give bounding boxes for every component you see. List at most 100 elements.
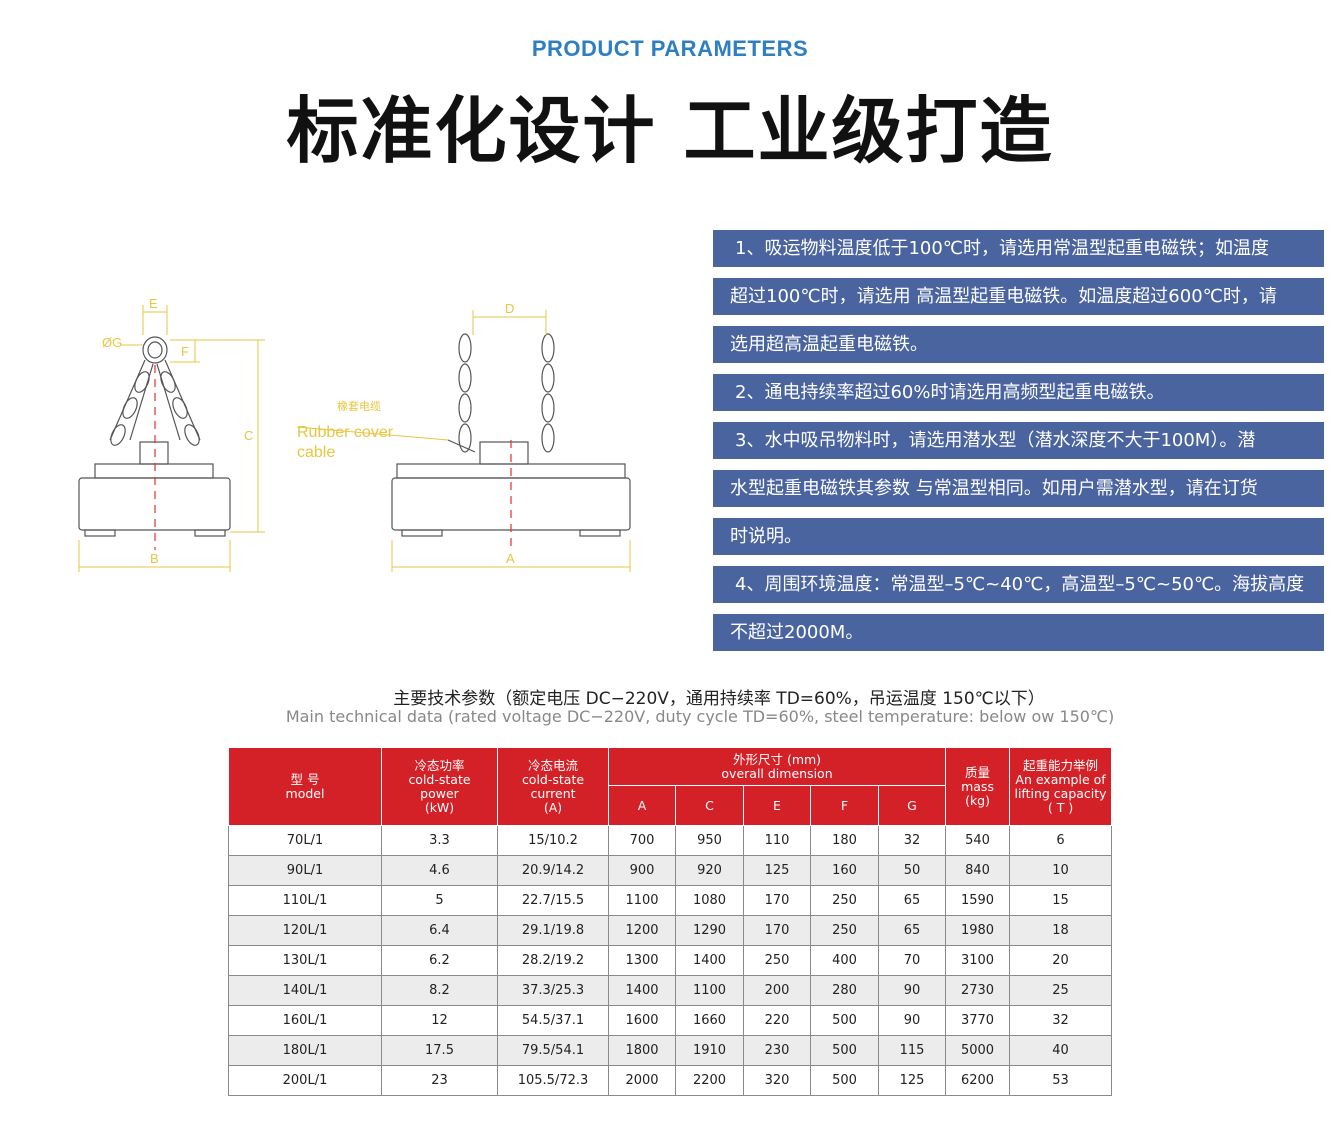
cable-label-en-1: Rubber cover: [297, 424, 394, 441]
table-cell: 110: [743, 825, 811, 856]
table-cell: 920: [675, 855, 744, 886]
magnet-technical-drawing: B A C E ØG F D 橡套电缆 Rubber cover cable: [78, 296, 631, 572]
note-line: 水型起重电磁铁其参数 与常温型相同。如用户需潜水型，请在订货: [713, 470, 1324, 507]
dim-label-b: B: [150, 551, 159, 566]
table-cell: 1400: [675, 945, 744, 976]
table-cell: 32: [1009, 1005, 1113, 1036]
table-cell: 6200: [945, 1065, 1011, 1096]
table-cell: 180: [810, 825, 879, 856]
table-cell: 25: [1009, 975, 1113, 1006]
table-cell: 125: [743, 855, 811, 886]
table-cell: 90: [877, 975, 947, 1006]
table-cell: 140L/1: [228, 975, 382, 1006]
page-title: 标准化设计 工业级打造: [286, 89, 1054, 173]
table-cell: 200L/1: [228, 1065, 382, 1096]
table-cell: 5000: [945, 1035, 1011, 1066]
table-cell: 18: [1009, 915, 1113, 946]
table-cell: 200: [743, 975, 811, 1006]
table-cell: 70L/1: [228, 825, 382, 856]
cable-label-en-2: cable: [297, 444, 335, 461]
table-cell: 37.3/25.3: [497, 975, 609, 1006]
table-cell: 120L/1: [228, 915, 382, 946]
table-cell: 320: [743, 1065, 811, 1096]
table-cell: 250: [743, 945, 811, 976]
table-cell: 840: [945, 855, 1011, 886]
note-line: 3、水中吸吊物料时，请选用潜水型（潜水深度不大于100M）。潜: [713, 422, 1324, 459]
table-cell: 280: [810, 975, 879, 1006]
table-cell: 29.1/19.8: [497, 915, 609, 946]
section-eyebrow: PRODUCT PARAMETERS: [531, 36, 809, 61]
dim-label-e: E: [149, 296, 158, 311]
note-line: 选用超高温起重电磁铁。: [713, 326, 1324, 363]
table-cell: 1100: [675, 975, 744, 1006]
technical-data-table: 型 号 model 冷态功率 cold-state power (kW) 冷态电…: [228, 747, 1113, 1096]
table-cell: 53: [1009, 1065, 1113, 1096]
table-cell: 2200: [675, 1065, 744, 1096]
table-cell: 79.5/54.1: [497, 1035, 609, 1066]
header-dim-a: A: [608, 785, 676, 826]
table-cell: 6: [1009, 825, 1113, 856]
dim-label-g: ØG: [102, 335, 122, 350]
header-dim-g: G: [877, 785, 947, 826]
note-line: 2、通电持续率超过60%时请选用高频型起重电磁铁。: [713, 374, 1324, 411]
table-cell: 22.7/15.5: [497, 885, 609, 916]
table-cell: 17.5: [381, 1035, 498, 1066]
table-cell: 3.3: [381, 825, 498, 856]
table-cell: 28.2/19.2: [497, 945, 609, 976]
table-cell: 70: [877, 945, 947, 976]
dim-label-c: C: [244, 428, 253, 443]
table-cell: 230: [743, 1035, 811, 1066]
table-cell: 1590: [945, 885, 1011, 916]
dim-label-d: D: [505, 301, 514, 316]
table-cell: 250: [810, 885, 879, 916]
table-cell: 160L/1: [228, 1005, 382, 1036]
table-cell: 125: [877, 1065, 947, 1096]
header-model: 型 号 model: [228, 747, 382, 826]
note-line: 超过100℃时，请选用 高温型起重电磁铁。如温度超过600℃时，请: [713, 278, 1324, 315]
note-line: 4、周围环境温度：常温型–5℃~40℃，高温型–5℃~50℃。海拔高度: [713, 566, 1324, 603]
header-dim-f: F: [810, 785, 879, 826]
table-cell: 1980: [945, 915, 1011, 946]
table-cell: 115: [877, 1035, 947, 1066]
table-cell: 23: [381, 1065, 498, 1096]
table-cell: 20.9/14.2: [497, 855, 609, 886]
table-cell: 3100: [945, 945, 1011, 976]
table-cell: 32: [877, 825, 947, 856]
table-cell: 10: [1009, 855, 1113, 886]
table-cell: 15/10.2: [497, 825, 609, 856]
header-dimension: 外形尺寸 (mm) overall dimension: [607, 747, 947, 786]
table-cell: 2730: [945, 975, 1011, 1006]
table-cell: 90L/1: [228, 855, 382, 886]
table-cell: 500: [810, 1065, 879, 1096]
table-cell: 1910: [675, 1035, 744, 1066]
table-cell: 12: [381, 1005, 498, 1036]
table-cell: 250: [810, 915, 879, 946]
header-lifting: 起重能力举例 An example of lifting capacity ( …: [1009, 747, 1113, 826]
table-cell: 170: [743, 885, 811, 916]
header-mass: 质量 mass (kg): [945, 747, 1011, 826]
table-cell: 1200: [608, 915, 676, 946]
table-cell: 1300: [608, 945, 676, 976]
side-view-magnet: [78, 336, 231, 537]
table-caption-cn: 主要技术参数（额定电压 DC−220V，通用持续率 TD=60%，吊运温度 15…: [393, 689, 1045, 709]
table-cell: 1100: [608, 885, 676, 916]
table-cell: 500: [810, 1035, 879, 1066]
table-cell: 220: [743, 1005, 811, 1036]
dim-label-a: A: [506, 551, 515, 566]
table-cell: 1290: [675, 915, 744, 946]
table-cell: 65: [877, 885, 947, 916]
table-cell: 900: [608, 855, 676, 886]
table-cell: 160: [810, 855, 879, 886]
table-cell: 500: [810, 1005, 879, 1036]
table-cell: 950: [675, 825, 744, 856]
note-line: 时说明。: [713, 518, 1324, 555]
table-cell: 5: [381, 885, 498, 916]
table-cell: 110L/1: [228, 885, 382, 916]
table-cell: 54.5/37.1: [497, 1005, 609, 1036]
table-cell: 180L/1: [228, 1035, 382, 1066]
